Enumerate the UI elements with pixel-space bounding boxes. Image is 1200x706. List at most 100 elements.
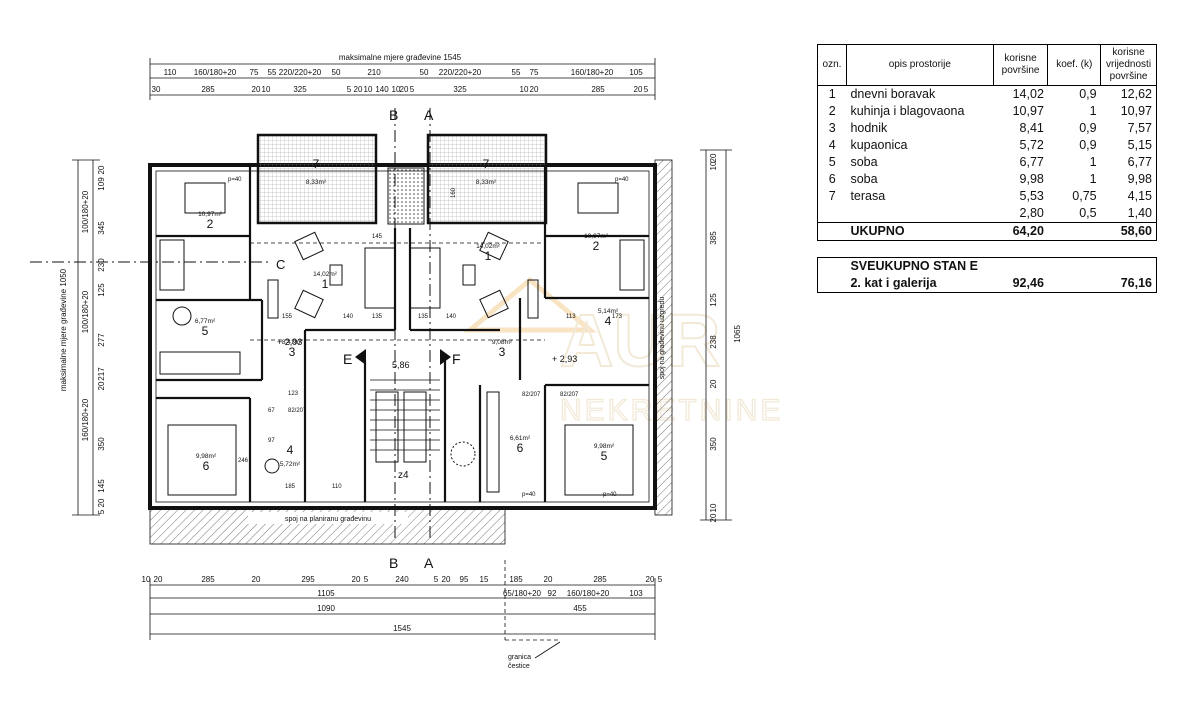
right-dim-5: 20: [709, 379, 718, 388]
room-area-3: 10,97m²: [584, 233, 609, 240]
grand-povrsina: 92,46: [993, 275, 1048, 293]
granica-label-1: granica: [508, 654, 531, 661]
left-dim-11: 350: [97, 437, 106, 451]
top-dim-2-2: 20: [252, 85, 261, 94]
room-area-1: 8,33m²: [476, 179, 497, 186]
bottom-dim-1-7: 240: [395, 575, 409, 584]
bottom-dim-1-16: 5: [658, 575, 663, 584]
area-table: ozn. opis prostorije korisne površine ko…: [817, 44, 1157, 293]
cell-vrijednost: 4,15: [1100, 188, 1157, 205]
left-dim-7: 277: [97, 333, 106, 347]
grand-blank-5: [817, 275, 847, 293]
right-dim-7: 10: [709, 503, 718, 512]
top-dim-2-1: 285: [201, 85, 215, 94]
right-dim-0: 20: [709, 153, 718, 162]
top-dim-2-12: 325: [453, 85, 467, 94]
top-title: maksimalne mjere građevine 1545: [339, 53, 462, 62]
room-number-0: 7: [313, 157, 320, 171]
bottom-dim-2-2: 92: [548, 589, 557, 598]
section-marker-a-bottom: A: [424, 555, 434, 571]
cell-koef: 0,9: [1079, 138, 1097, 152]
cell-opis: kupaonica: [850, 138, 908, 152]
bottom-dim-1-5: 20: [352, 575, 361, 584]
top-dim-1-11: 160/180+20: [571, 68, 614, 77]
total-label: UKUPNO: [846, 222, 994, 241]
cell-ozn: 7: [817, 188, 847, 205]
bottom-dimensions: [149, 560, 656, 659]
small-185: 185: [285, 484, 296, 490]
header-ozn: ozn.: [817, 44, 847, 86]
cell-povrsina: 5,53: [1019, 189, 1044, 203]
small-140b: 140: [446, 314, 457, 320]
left-dim-5: 125: [97, 283, 106, 297]
small-82c: 82/207: [288, 408, 307, 414]
bottom-dim-1-4: 295: [301, 575, 315, 584]
room-number-1: 7: [483, 157, 490, 171]
right-dimensions: [700, 149, 732, 521]
bottom-dim-3-0: 1090: [317, 604, 335, 613]
stair-label: z4: [398, 470, 409, 481]
watermark: AUR NEKRETNINE: [463, 276, 781, 428]
room-number-3: 2: [593, 239, 600, 253]
top-dim-2-10: 20: [400, 85, 409, 94]
bottom-label: spoj na planiranu građevinu: [285, 516, 371, 523]
room-number-10: 6: [203, 459, 210, 473]
table-header-row: ozn. opis prostorije korisne površine ko…: [817, 44, 1157, 86]
left-dim-8: 217: [97, 367, 106, 381]
top-dim-1-5: 50: [332, 68, 341, 77]
left-title: maksimalne mjere građevine 1050: [59, 268, 68, 391]
elevation-2: + 2,93: [552, 354, 577, 364]
top-dim-2-7: 10: [364, 85, 373, 94]
left-dim-0: 20: [97, 165, 106, 174]
total-row: UKUPNO 64,20 58,60: [817, 222, 1157, 241]
small-p40-1: p=40: [228, 177, 242, 183]
elevation-3: 5,86: [392, 360, 410, 370]
bottom-dim-2-4: 103: [629, 589, 643, 598]
right-dim-total: 1065: [733, 325, 742, 343]
terrace-right: [426, 133, 548, 225]
cell-vrijednost: 12,62: [1100, 85, 1157, 103]
top-dim-2-8: 140: [375, 85, 389, 94]
top-dim-2-15: 285: [591, 85, 605, 94]
room-number-4: 1: [322, 277, 329, 291]
bottom-dim-1-2: 285: [201, 575, 215, 584]
top-dim-2-11: 5: [410, 85, 415, 94]
cell-povrsina: 6,77: [1019, 155, 1044, 169]
small-p40-2: p=40: [615, 177, 629, 183]
cell-opis: dnevni boravak: [850, 87, 936, 101]
section-marker-e: E: [343, 351, 352, 367]
cell-ozn: 5: [817, 154, 847, 171]
room-number-7: 4: [605, 314, 612, 328]
cell-koef: 0,5: [1079, 206, 1097, 220]
small-173: 173: [612, 314, 623, 320]
top-dim-1-0: 110: [164, 68, 177, 77]
grand-label-2: 2. kat i galerija: [846, 275, 994, 293]
left-dim-1: 109: [97, 177, 106, 191]
small-82b: 82/207: [560, 392, 579, 398]
cell-vrijednost: 5,15: [1100, 137, 1157, 154]
small-113: 113: [566, 314, 576, 320]
cell-ozn: 3: [817, 120, 847, 137]
top-dim-2-3: 10: [262, 85, 271, 94]
small-135a: 135: [372, 314, 383, 320]
cell-povrsina: 8,41: [1019, 121, 1044, 135]
grand-vrijednost: 76,16: [1100, 275, 1157, 293]
top-dim-2-6: 20: [354, 85, 363, 94]
small-135b: 135: [418, 314, 429, 320]
left-dim-10: 160/180+20: [81, 398, 90, 441]
section-arrow-e: [355, 349, 366, 365]
top-dim-2-17: 5: [644, 85, 649, 94]
grand-blank-4: [1100, 257, 1157, 275]
bottom-dim-total: 1545: [393, 624, 411, 633]
room-area-4: 14,02m²: [313, 271, 338, 278]
right-dim-4: 238: [709, 335, 718, 349]
grand-total-row-1: SVEUKUPNO STAN E: [817, 257, 1157, 275]
left-dimensions: [72, 159, 100, 516]
cell-povrsina: 2,80: [1019, 206, 1044, 220]
left-dim-13: 5: [97, 509, 106, 514]
section-marker-c: C: [276, 257, 285, 272]
cell-koef: 1: [1089, 155, 1097, 169]
